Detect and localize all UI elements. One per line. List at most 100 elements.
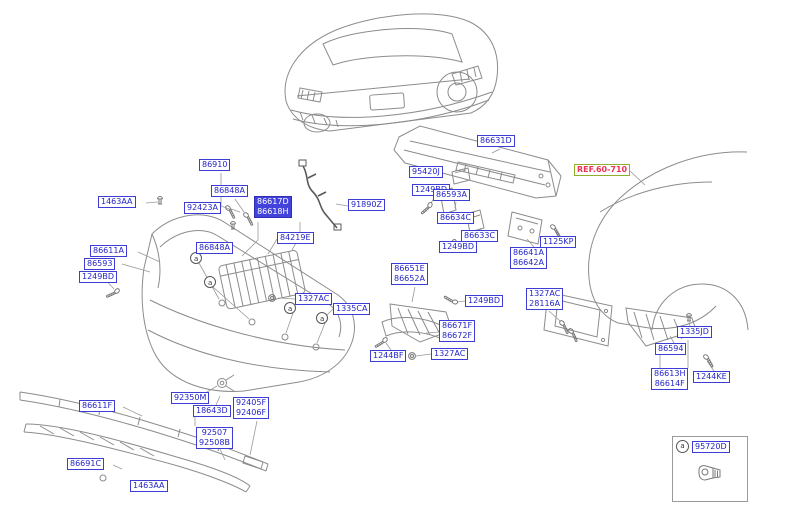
- part-label-1249bd-mid[interactable]: 1249BD: [439, 241, 478, 253]
- part-number: 1125KP: [543, 237, 574, 246]
- part-label-1463aa-bottom[interactable]: 1463AA: [130, 480, 168, 492]
- part-number: 84219E: [280, 233, 311, 242]
- part-label-1463aa-top[interactable]: 1463AA: [98, 196, 136, 208]
- part-number: 86631D: [480, 136, 512, 145]
- part-number: 86594: [658, 344, 684, 353]
- part-number: 91890Z: [351, 200, 382, 209]
- part-number: 86634C: [440, 213, 472, 222]
- part-number: 86614F: [654, 379, 685, 388]
- part-label-86691c[interactable]: 86691C: [67, 458, 105, 470]
- part-label-92350m[interactable]: 92350M: [171, 392, 210, 404]
- part-label-86593[interactable]: 86593: [84, 258, 116, 270]
- part-number: 1249BD: [82, 272, 115, 281]
- part-label-95420j[interactable]: 95420J: [409, 166, 443, 178]
- part-label-86611a[interactable]: 86611A: [90, 245, 127, 257]
- part-number: 92508B: [199, 438, 230, 447]
- part-number: 86672F: [442, 331, 473, 340]
- part-number: 86848A: [199, 243, 230, 252]
- part-number: 1327AC: [434, 349, 466, 358]
- part-label-1244bf[interactable]: 1244BF: [370, 350, 407, 362]
- part-number: 86651E: [394, 264, 425, 273]
- part-number: 86641A: [513, 248, 544, 257]
- marker-a: a: [320, 315, 324, 323]
- part-label-1249bd-lower[interactable]: 1249BD: [465, 295, 504, 307]
- part-label-18643d[interactable]: 18643D: [193, 405, 231, 417]
- part-label-91890z[interactable]: 91890Z: [348, 199, 385, 211]
- part-number: 92406F: [236, 408, 267, 417]
- marker-a: a: [208, 279, 212, 287]
- part-label-86593a[interactable]: 86593A: [433, 189, 470, 201]
- part-number: 92507: [201, 428, 228, 437]
- part-number: 92423A: [187, 203, 218, 212]
- part-number: 86848A: [214, 186, 245, 195]
- legend-box-sensor: a 95720D: [672, 436, 748, 502]
- part-label-1125kp[interactable]: 1125KP: [540, 236, 577, 248]
- car-illustration: [284, 13, 499, 133]
- legend-sensor-drawing: [673, 453, 747, 493]
- quarter-panel-drawing: [543, 151, 749, 347]
- part-label-86611f[interactable]: 86611F: [79, 400, 116, 412]
- part-label-84219e[interactable]: 84219E: [277, 232, 314, 244]
- part-number: 1327AC: [529, 289, 561, 298]
- part-number: 86593: [87, 259, 113, 268]
- part-label-95720d[interactable]: 95720D: [692, 440, 730, 453]
- part-label-1249bd-left[interactable]: 1249BD: [79, 271, 118, 283]
- part-number: 1335CA: [336, 304, 368, 313]
- part-label-1244ke[interactable]: 1244KE: [693, 371, 730, 383]
- part-number: 1463AA: [133, 481, 165, 490]
- part-number: 86618H: [257, 207, 289, 216]
- part-number: 1249BD: [468, 296, 501, 305]
- part-label-86594[interactable]: 86594: [655, 343, 687, 355]
- part-number: 92350M: [174, 393, 207, 402]
- part-number: 86611F: [82, 401, 113, 410]
- ref-text: REF.60-710: [577, 165, 628, 174]
- part-label-92423a[interactable]: 92423A: [184, 202, 221, 214]
- part-label-1335ca[interactable]: 1335CA: [333, 303, 371, 315]
- part-number: 86593A: [436, 190, 467, 199]
- marker-a-legend: a: [676, 440, 689, 453]
- part-label-1327ac-mid[interactable]: 1327AC: [295, 293, 333, 305]
- legend-header: a 95720D: [673, 437, 747, 453]
- part-number: 95420J: [412, 167, 440, 176]
- part-number: 1327AC: [298, 294, 330, 303]
- energy-absorber-drawing: [218, 249, 306, 310]
- ultrasonic-sensor-icon: [698, 465, 721, 481]
- part-number: 86691C: [70, 459, 102, 468]
- part-label-1327ac-bottom[interactable]: 1327AC: [431, 348, 469, 360]
- back-beam-drawing: [393, 125, 562, 245]
- part-number: 1249BD: [442, 242, 475, 251]
- circled-markers: a a a a: [190, 252, 328, 324]
- part-label-86848a-top[interactable]: 86848A: [211, 185, 248, 197]
- wiring-harness-drawing: [298, 159, 342, 231]
- marker-a: a: [288, 305, 292, 313]
- part-number: 1463AA: [101, 197, 133, 206]
- part-number: 1335JD: [680, 327, 709, 336]
- bumper-cover-drawing: [141, 214, 355, 392]
- marker-a: a: [194, 255, 198, 263]
- part-number: 86910: [202, 160, 228, 169]
- part-number: 18643D: [196, 406, 228, 415]
- part-label-86631d[interactable]: 86631D: [477, 135, 515, 147]
- part-label-1335jd[interactable]: 1335JD: [677, 326, 712, 338]
- part-label-86848a-bottom[interactable]: 86848A: [196, 242, 233, 254]
- ref-link-60-710[interactable]: REF.60-710: [574, 164, 631, 176]
- part-number: 1249BD: [415, 185, 448, 194]
- part-number: 86671F: [442, 321, 473, 330]
- part-number: 1244BF: [373, 351, 404, 360]
- part-number: 86611A: [93, 246, 124, 255]
- part-label-86910[interactable]: 86910: [199, 159, 231, 171]
- part-number: 86652A: [394, 274, 425, 283]
- part-number: 86642A: [513, 258, 544, 267]
- part-label-86634c[interactable]: 86634C: [437, 212, 475, 224]
- part-label-86633c[interactable]: 86633C: [461, 230, 499, 242]
